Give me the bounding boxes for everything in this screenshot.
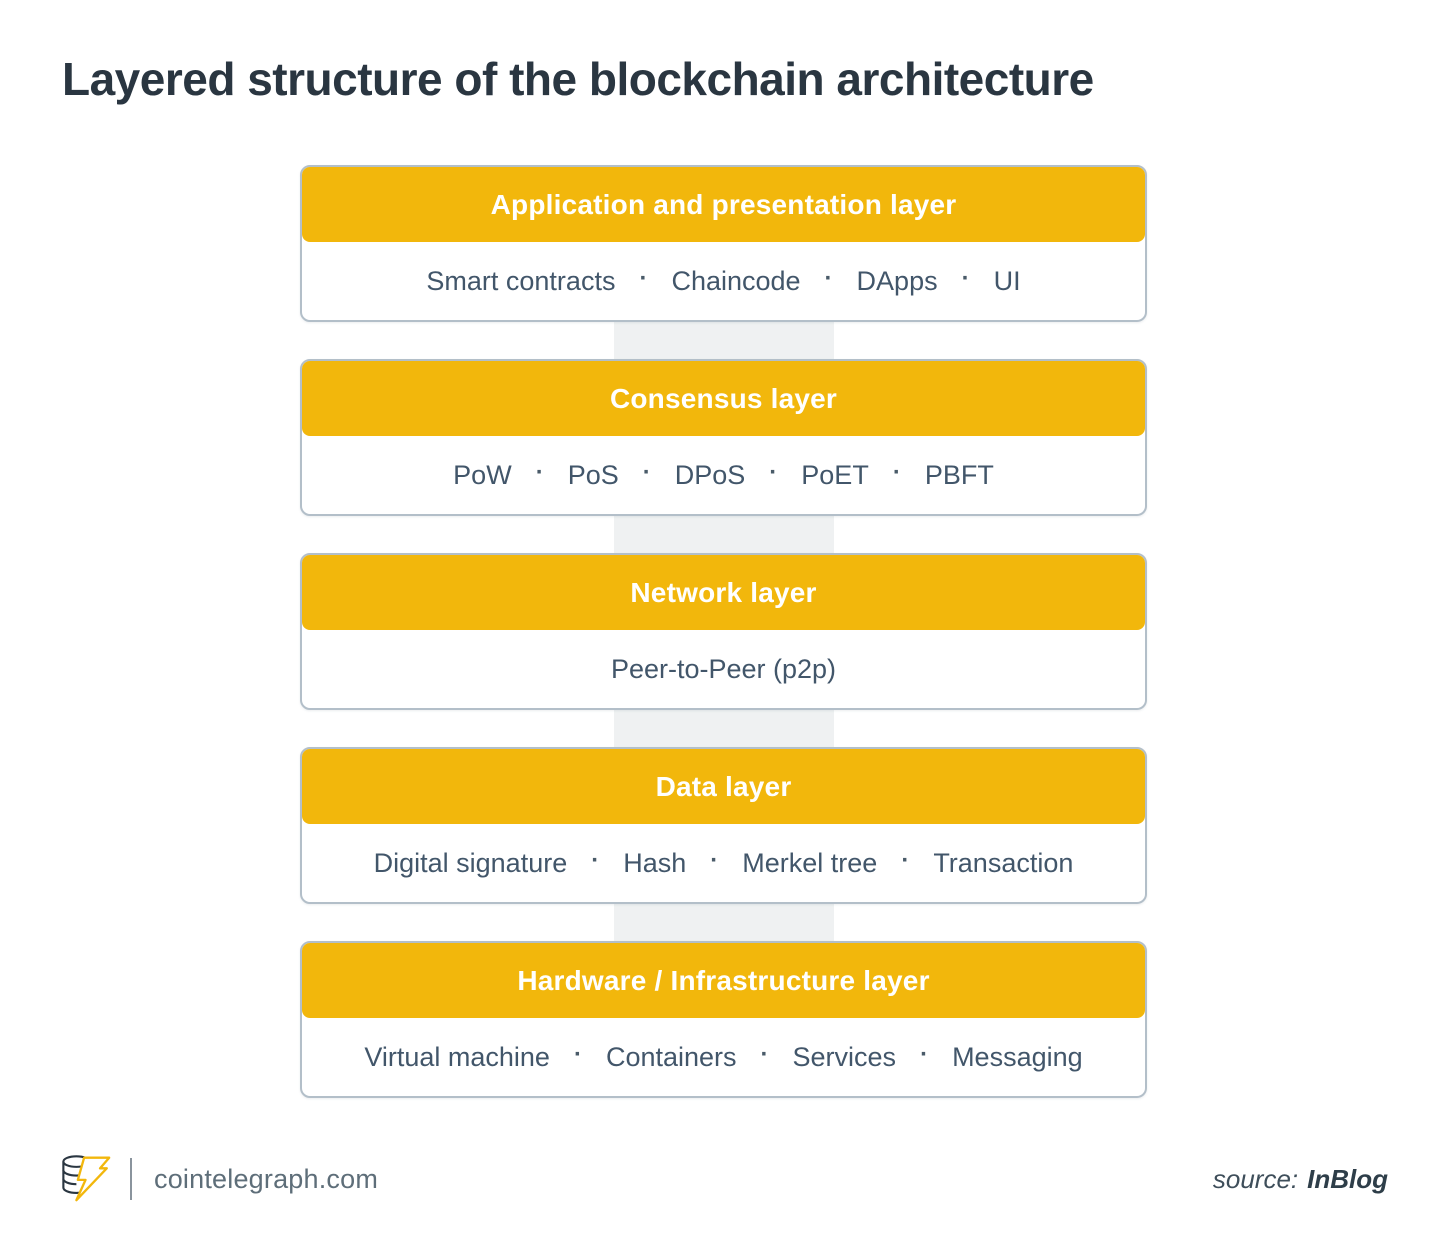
dot-separator: · <box>591 847 600 874</box>
layer-header: Data layer <box>302 749 1145 824</box>
layer-item: DPoS <box>674 459 746 490</box>
layer-body: PoW · PoS · DPoS · PoET · PBFT <box>302 436 1145 514</box>
dot-separator: · <box>769 459 778 486</box>
layer-stack: Application and presentation layer Smart… <box>300 165 1147 1098</box>
layer-item: PoS <box>567 459 619 490</box>
dot-separator: · <box>901 847 910 874</box>
layer-item: Containers <box>605 1041 737 1072</box>
layer-box: Application and presentation layer Smart… <box>300 165 1147 322</box>
dot-separator: · <box>639 265 648 292</box>
site-label: cointelegraph.com <box>154 1163 379 1194</box>
layer-box: Data layer Digital signature · Hash · Merkel… <box>300 747 1147 904</box>
layer-body: Digital signature · Hash · Merkel tree · Trans… <box>302 824 1145 902</box>
footer-divider <box>130 1158 132 1200</box>
layer-item: Hash <box>623 847 687 878</box>
layer-item: Messaging <box>952 1041 1083 1072</box>
dot-separator: · <box>642 459 651 486</box>
layer-item: PoET <box>801 459 869 490</box>
brand: cointelegraph.com <box>60 1150 378 1209</box>
dot-separator: · <box>535 459 544 486</box>
layer-item: UI <box>993 265 1021 296</box>
layer-item: Peer-to-Peer (p2p) <box>610 653 837 684</box>
cointelegraph-logo-icon <box>60 1150 114 1209</box>
source-label: source: <box>1212 1163 1299 1194</box>
source-credit: source: InBlog <box>1213 1164 1388 1195</box>
layer-header: Network layer <box>302 555 1145 630</box>
layer-item: Services <box>792 1041 897 1072</box>
dot-separator: · <box>892 459 901 486</box>
layer-header: Application and presentation layer <box>302 167 1145 242</box>
layer-header: Consensus layer <box>302 361 1145 436</box>
layer-item: Digital signature <box>373 847 568 878</box>
layer-body: Virtual machine · Containers · Services · Mess… <box>302 1018 1145 1096</box>
layer-item: Transaction <box>933 847 1074 878</box>
layer-body: Smart contracts · Chaincode · DApps · UI <box>302 242 1145 320</box>
dot-separator: · <box>710 847 719 874</box>
dot-separator: · <box>961 265 970 292</box>
page-title: Layered structure of the blockchain arch… <box>62 53 1094 105</box>
layer-box: Hardware / Infrastructure layer Virtual … <box>300 941 1147 1098</box>
source-value: InBlog <box>1307 1163 1388 1194</box>
layer-body: Peer-to-Peer (p2p) <box>302 630 1145 708</box>
layer-item: DApps <box>856 265 938 296</box>
dot-separator: · <box>760 1041 769 1068</box>
layer-item: Chaincode <box>671 265 801 296</box>
layer-box: Network layer Peer-to-Peer (p2p) <box>300 553 1147 710</box>
dot-separator: · <box>920 1041 929 1068</box>
layer-item: PoW <box>453 459 512 490</box>
layer-item: PBFT <box>924 459 994 490</box>
footer: cointelegraph.com source: InBlog <box>60 1148 1388 1210</box>
dot-separator: · <box>573 1041 582 1068</box>
layer-item: Merkel tree <box>742 847 878 878</box>
layer-item: Virtual machine <box>364 1041 550 1072</box>
layer-box: Consensus layer PoW · PoS · DPoS · PoET · PBFT <box>300 359 1147 516</box>
layer-item: Smart contracts <box>426 265 616 296</box>
dot-separator: · <box>824 265 833 292</box>
layer-header: Hardware / Infrastructure layer <box>302 943 1145 1018</box>
